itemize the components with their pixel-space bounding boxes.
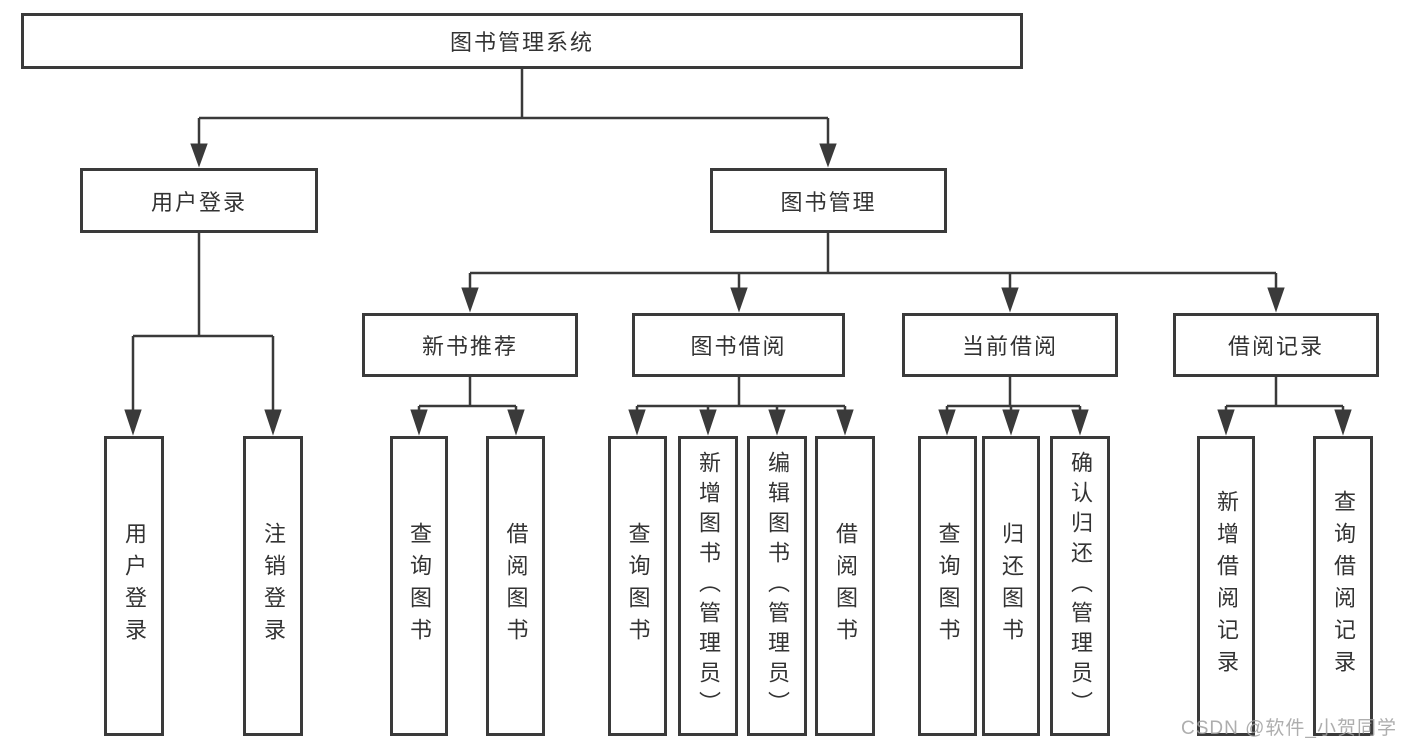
leaf-query-books-recommend: 查询图书 xyxy=(390,436,448,736)
leaf-borrow-books-recommend-label: 借阅图书 xyxy=(503,522,529,650)
leaf-confirm-return-admin-label: 确认归还（管理员） xyxy=(1068,451,1093,721)
leaf-borrow-books-recommend: 借阅图书 xyxy=(486,436,545,736)
node-new-book-recommendation: 新书推荐 xyxy=(362,313,578,377)
leaf-return-books: 归还图书 xyxy=(982,436,1040,736)
leaf-user-login-label: 用户登录 xyxy=(122,522,147,650)
leaf-user-login: 用户登录 xyxy=(104,436,164,736)
leaf-logout-label: 注销登录 xyxy=(261,522,286,650)
leaf-edit-books-admin-label: 编辑图书（管理员） xyxy=(765,451,790,721)
leaf-add-books-admin: 新增图书（管理员） xyxy=(678,436,738,736)
node-borrowing-records: 借阅记录 xyxy=(1173,313,1379,377)
leaf-query-borrow-record: 查询借阅记录 xyxy=(1313,436,1373,736)
node-library-management-system: 图书管理系统 xyxy=(21,13,1023,69)
leaf-borrow-books-borrowing: 借阅图书 xyxy=(815,436,875,736)
csdn-watermark: CSDN @软件_小贺同学 xyxy=(1181,718,1397,739)
leaf-add-borrow-record-label: 新增借阅记录 xyxy=(1214,490,1239,682)
node-book-management: 图书管理 xyxy=(710,168,947,233)
leaf-logout: 注销登录 xyxy=(243,436,303,736)
leaf-add-borrow-record: 新增借阅记录 xyxy=(1197,436,1255,736)
leaf-confirm-return-admin: 确认归还（管理员） xyxy=(1050,436,1110,736)
leaf-query-books-recommend-label: 查询图书 xyxy=(407,522,432,650)
leaf-add-books-admin-label: 新增图书（管理员） xyxy=(696,451,721,721)
node-current-borrowing: 当前借阅 xyxy=(902,313,1118,377)
leaf-query-books-current-label: 查询图书 xyxy=(935,522,961,650)
leaf-edit-books-admin: 编辑图书（管理员） xyxy=(747,436,807,736)
node-user-login: 用户登录 xyxy=(80,168,318,233)
leaf-query-books-current: 查询图书 xyxy=(918,436,977,736)
leaf-query-books-borrowing: 查询图书 xyxy=(608,436,667,736)
node-book-borrowing: 图书借阅 xyxy=(632,313,845,377)
leaf-return-books-label: 归还图书 xyxy=(999,522,1024,650)
leaf-borrow-books-borrowing-label: 借阅图书 xyxy=(833,522,858,650)
leaf-query-books-borrowing-label: 查询图书 xyxy=(625,522,651,650)
leaf-query-borrow-record-label: 查询借阅记录 xyxy=(1331,490,1356,682)
